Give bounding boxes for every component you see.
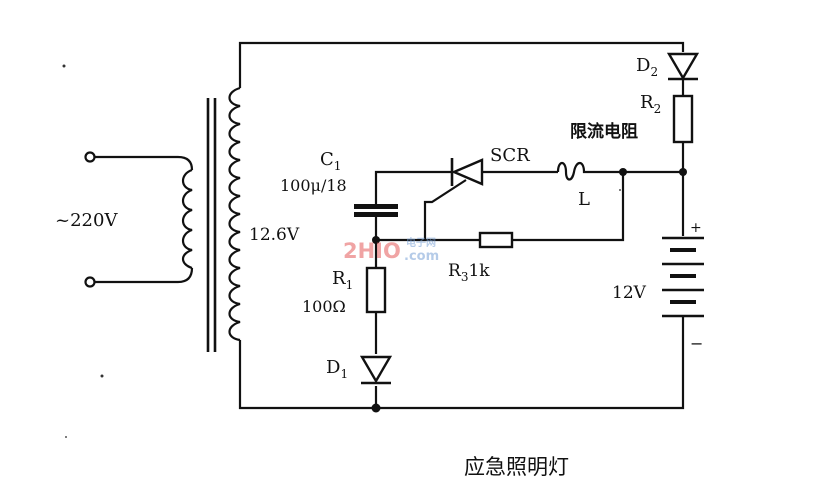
- c1-label: C1: [320, 149, 341, 173]
- secondary-voltage-label: 12.6V: [249, 225, 300, 245]
- battery-plus: +: [690, 220, 702, 236]
- svg-text:.com: .com: [404, 249, 439, 264]
- r3-label: R31k: [448, 261, 490, 284]
- diode-d2: [666, 52, 700, 81]
- primary-lead-bottom: [94, 267, 194, 284]
- svg-text:2HIO: 2HIO: [343, 239, 401, 263]
- resistor-r2: [672, 94, 694, 144]
- input-terminal-bottom: [84, 276, 96, 288]
- svg-text:电子网: 电子网: [406, 236, 436, 249]
- resistor-r1: [365, 266, 387, 314]
- l-label: L: [578, 189, 590, 210]
- transformer-core: [206, 98, 217, 352]
- r2-label: R2: [640, 92, 661, 116]
- r1-label: R1: [332, 268, 353, 292]
- battery-12v: [662, 236, 704, 335]
- capacitor-c1: [354, 204, 398, 217]
- scr-label: SCR: [490, 145, 530, 166]
- primary-input: [84, 151, 194, 288]
- secondary-winding: [228, 86, 241, 342]
- diagram-caption: 应急照明灯: [464, 455, 569, 479]
- wiring: [238, 41, 685, 410]
- junction-right: [679, 168, 687, 176]
- battery-minus: −: [690, 334, 703, 353]
- r2-desc: 限流电阻: [570, 121, 638, 142]
- inductor-l: [556, 161, 590, 181]
- input-voltage-label: ~220V: [55, 210, 118, 231]
- scan-specks: [62, 64, 621, 438]
- primary-lead-top: [94, 155, 194, 171]
- junction-c1-r1: [372, 236, 380, 244]
- diode-d1: [359, 355, 393, 385]
- watermark-logo: 2HIO 电子网 .com: [343, 236, 439, 264]
- junction-dots: [371, 168, 687, 413]
- battery-voltage: 12V: [612, 283, 647, 303]
- scr-thyristor: [450, 158, 484, 186]
- d1-label: D1: [326, 357, 348, 381]
- primary-winding: [181, 168, 193, 270]
- resistor-r3: [478, 231, 514, 249]
- junction-r3: [619, 168, 627, 176]
- r1-value: 100Ω: [302, 297, 346, 316]
- input-terminal-top: [84, 151, 96, 163]
- c1-value: 100μ/18: [280, 176, 347, 195]
- d2-label: D2: [636, 55, 658, 79]
- junction-bottom: [371, 403, 381, 413]
